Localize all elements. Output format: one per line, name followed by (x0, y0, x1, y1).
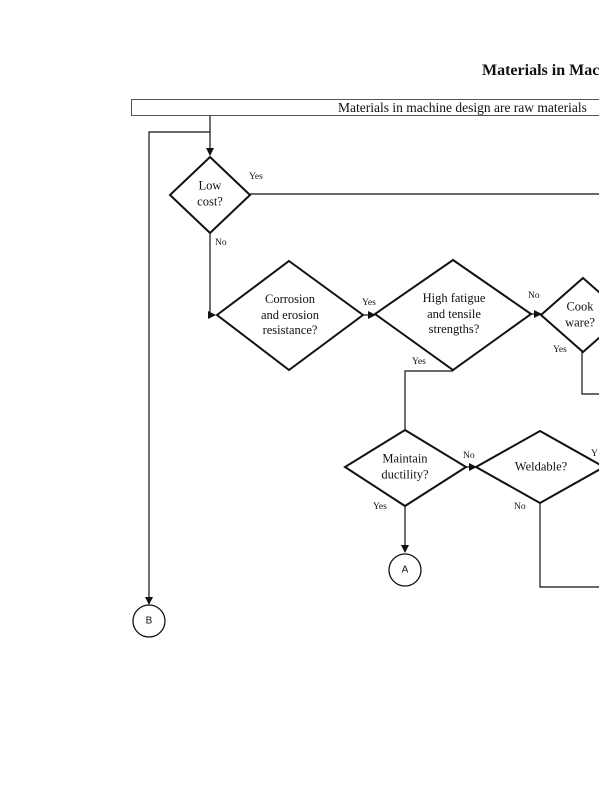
page-title: Materials in Mac (482, 62, 599, 79)
ductility-yes-label: Yes (373, 502, 387, 512)
decision-low-cost (168, 155, 252, 235)
connector-a (388, 553, 422, 587)
weldable-yes-label: Y (591, 449, 598, 459)
edge-fatigue-yes (404, 370, 453, 431)
cookware-yes-label: Yes (553, 345, 567, 355)
decision-cookware (539, 276, 599, 354)
corrosion-yes-label: Yes (362, 298, 376, 308)
low-cost-label: Low cost? (197, 178, 223, 209)
fatigue-no-label: No (528, 291, 540, 301)
weldable-label: Weldable? (514, 459, 568, 474)
cookware-label: Cook ware? (565, 299, 595, 330)
low-cost-yes-label: Yes (249, 172, 263, 182)
fatigue-yes-label: Yes (412, 357, 426, 367)
weldable-no-label: No (514, 502, 526, 512)
edge-banner-to-b (145, 131, 210, 605)
ductility-label: Maintain ductility? (381, 451, 429, 482)
edge-cookware-yes (581, 352, 599, 395)
banner-text: Materials in machine design are raw mate… (338, 100, 587, 115)
fatigue-label: High fatigue and tensile strengths? (422, 290, 486, 336)
connector-b (132, 604, 166, 638)
decision-ductility (343, 428, 468, 508)
decision-fatigue-strengths (373, 258, 533, 372)
corrosion-label: Corrosion and erosion resistance? (261, 291, 319, 337)
low-cost-no-label: No (215, 238, 227, 248)
ductility-no-label: No (463, 451, 475, 461)
banner-box: Materials in machine design are raw mate… (131, 99, 599, 116)
edge-low-cost-no (208, 232, 216, 319)
edge-weldable-no (539, 503, 599, 588)
decision-weldable (473, 429, 599, 505)
decision-corrosion-resistance (215, 259, 365, 372)
connector-a-label: A (401, 564, 409, 576)
connector-b-label: B (145, 615, 153, 627)
